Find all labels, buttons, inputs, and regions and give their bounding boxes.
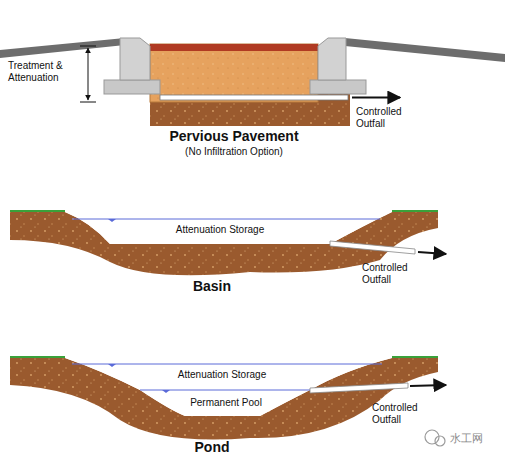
watermark-icon	[425, 430, 445, 446]
watermark: 水工网	[450, 432, 483, 445]
pond-section	[10, 357, 446, 440]
figure-subtitle: (No Infiltration Option)	[185, 146, 283, 158]
ground-surface	[392, 210, 438, 212]
dimension-tick	[80, 46, 96, 47]
ground-surface	[10, 210, 65, 212]
outfall-pipe	[310, 383, 408, 393]
kerb-base	[104, 80, 160, 94]
dimension-arrow	[88, 48, 89, 100]
dimension-label: Treatment & Attenuation	[8, 60, 78, 83]
kerb	[120, 38, 150, 80]
outfall-label: Controlled Outfall	[372, 402, 434, 425]
earth-embankment	[10, 358, 438, 440]
figure-title: Basin	[193, 278, 231, 294]
flow-arrow	[418, 252, 446, 254]
flow-arrow	[410, 385, 446, 386]
flow-arrow	[352, 97, 400, 99]
sub-base	[150, 44, 318, 102]
road-surface	[345, 38, 505, 62]
outfall-label: Controlled Outfall	[362, 262, 424, 285]
ground-surface	[392, 356, 438, 358]
water-level-symbol	[162, 390, 170, 393]
pervious-pavement-section	[0, 38, 505, 126]
storage-volume	[65, 212, 392, 244]
road-surface	[0, 38, 125, 58]
water-level	[72, 219, 380, 220]
kerb	[318, 38, 346, 80]
outfall-pipe	[330, 241, 415, 254]
water-level-symbol	[108, 219, 116, 222]
figure-title: Pervious Pavement	[169, 128, 298, 144]
block-paving	[150, 44, 318, 51]
water-level-symbol	[108, 364, 116, 367]
zone-label: Attenuation Storage	[178, 369, 266, 381]
outfall-pipe	[160, 95, 348, 100]
water-level	[72, 364, 382, 365]
subgrade	[150, 92, 350, 126]
outfall-label: Controlled Outfall	[356, 106, 418, 129]
zone-label: Attenuation Storage	[176, 224, 264, 236]
ground-surface	[10, 356, 65, 358]
kerb-base	[310, 80, 366, 94]
figure-title: Pond	[195, 439, 230, 455]
dimension-tick	[80, 102, 96, 103]
zone-label: Permanent Pool	[190, 397, 262, 409]
